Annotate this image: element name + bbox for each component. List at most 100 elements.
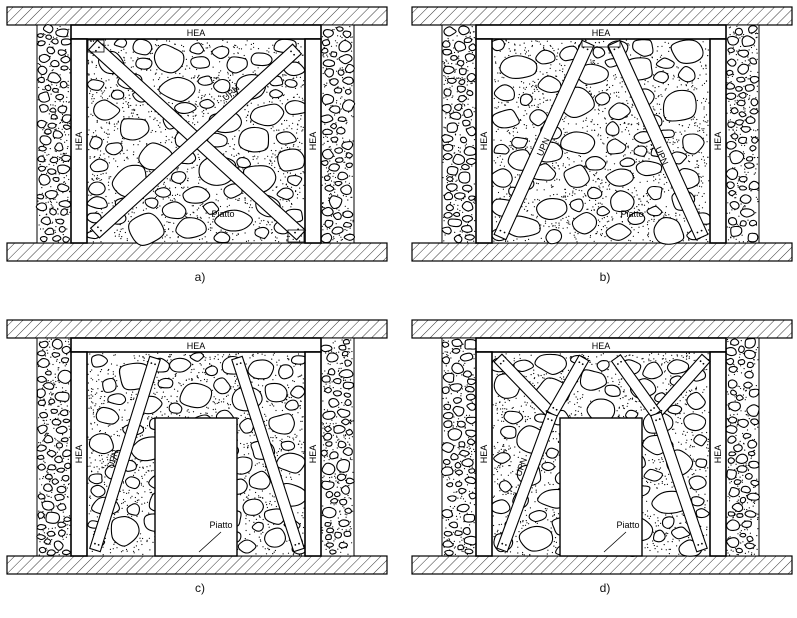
mortar-dot (116, 547, 118, 549)
mortar-dot (279, 448, 281, 450)
mortar-dot (41, 187, 43, 189)
stone (326, 352, 339, 363)
mortar-dot (749, 63, 751, 65)
mortar-dot (507, 101, 509, 103)
mortar-dot (63, 515, 65, 517)
mortar-dot (159, 85, 161, 88)
mortar-dot (56, 28, 59, 30)
mortar-dot (53, 164, 55, 166)
mortar-dot (742, 36, 744, 38)
mortar-dot (301, 420, 303, 422)
mortar-dot (728, 120, 730, 122)
hea-beam-label: HEA (187, 341, 206, 351)
mortar-dot (100, 390, 102, 392)
mortar-dot (737, 180, 739, 182)
mortar-dot (509, 195, 511, 197)
mortar-dot (243, 54, 245, 57)
mortar-dot (249, 489, 251, 491)
mortar-dot (178, 382, 180, 384)
mortar-dot (168, 356, 170, 358)
mortar-dot (574, 193, 576, 195)
stone (264, 527, 286, 548)
mortar-dot (87, 482, 89, 484)
mortar-dot (66, 228, 68, 230)
mortar-dot (698, 151, 700, 153)
mortar-dot (40, 492, 42, 495)
mortar-dot (630, 240, 632, 242)
stone (182, 186, 211, 204)
mortar-dot (466, 473, 468, 476)
mortar-dot (457, 446, 459, 449)
mortar-dot (269, 500, 271, 503)
mortar-dot (59, 122, 62, 124)
mortar-dot (292, 115, 294, 117)
mortar-dot (603, 143, 605, 145)
mortar-dot (105, 195, 107, 198)
mortar-dot (750, 190, 752, 192)
mortar-dot (605, 196, 607, 198)
mortar-dot (648, 152, 650, 154)
mortar-dot (652, 240, 654, 243)
mortar-dot (327, 38, 329, 40)
mortar-dot (295, 364, 297, 366)
mortar-dot (553, 166, 555, 169)
mortar-dot (471, 82, 473, 84)
mortar-dot (100, 179, 103, 181)
stone (446, 77, 457, 84)
stone (62, 418, 71, 424)
stone (337, 440, 347, 449)
mortar-dot (122, 498, 125, 501)
mortar-dot (300, 554, 302, 556)
mortar-dot (447, 76, 449, 78)
mortar-dot (268, 163, 270, 165)
mortar-dot (294, 433, 296, 435)
mortar-dot (755, 130, 757, 132)
gusset-plate (87, 39, 105, 53)
mortar-dot (675, 215, 677, 217)
mortar-dot (337, 35, 339, 37)
mortar-dot (506, 101, 508, 103)
mortar-dot (60, 440, 62, 442)
mortar-dot (735, 191, 737, 193)
mortar-dot (339, 363, 341, 365)
mortar-dot (345, 516, 347, 518)
mortar-dot (443, 370, 445, 372)
mortar-dot (504, 56, 506, 58)
mortar-dot (299, 191, 301, 193)
mortar-dot (43, 420, 45, 422)
mortar-dot (292, 238, 294, 240)
stone (592, 46, 606, 59)
mortar-dot (168, 221, 170, 223)
mortar-dot (171, 102, 173, 105)
mortar-dot (225, 101, 227, 103)
mortar-dot (328, 199, 330, 202)
mortar-dot (183, 186, 185, 188)
mortar-dot (90, 113, 92, 115)
mortar-dot (293, 144, 295, 146)
mortar-dot (47, 380, 49, 382)
mortar-dot (464, 500, 466, 502)
mortar-dot (92, 147, 94, 149)
mortar-dot (497, 191, 500, 194)
mortar-dot (245, 475, 247, 477)
hea-beam (70, 24, 322, 40)
mortar-dot (38, 63, 41, 65)
mortar-dot (498, 101, 500, 103)
mortar-dot (112, 371, 114, 373)
mortar-dot (569, 232, 571, 234)
mortar-dot (443, 220, 445, 222)
mortar-dot (336, 133, 338, 135)
mortar-dot (458, 58, 460, 60)
mortar-dot (67, 213, 69, 215)
mortar-dot (757, 189, 759, 191)
mortar-dot (228, 407, 230, 409)
mortar-dot (134, 357, 136, 359)
mortar-dot (321, 373, 323, 375)
mortar-dot (585, 119, 587, 121)
mortar-dot (569, 204, 571, 206)
mortar-dot (461, 493, 463, 495)
stone (646, 205, 663, 217)
mortar-dot (349, 351, 351, 353)
mortar-dot (235, 389, 237, 391)
